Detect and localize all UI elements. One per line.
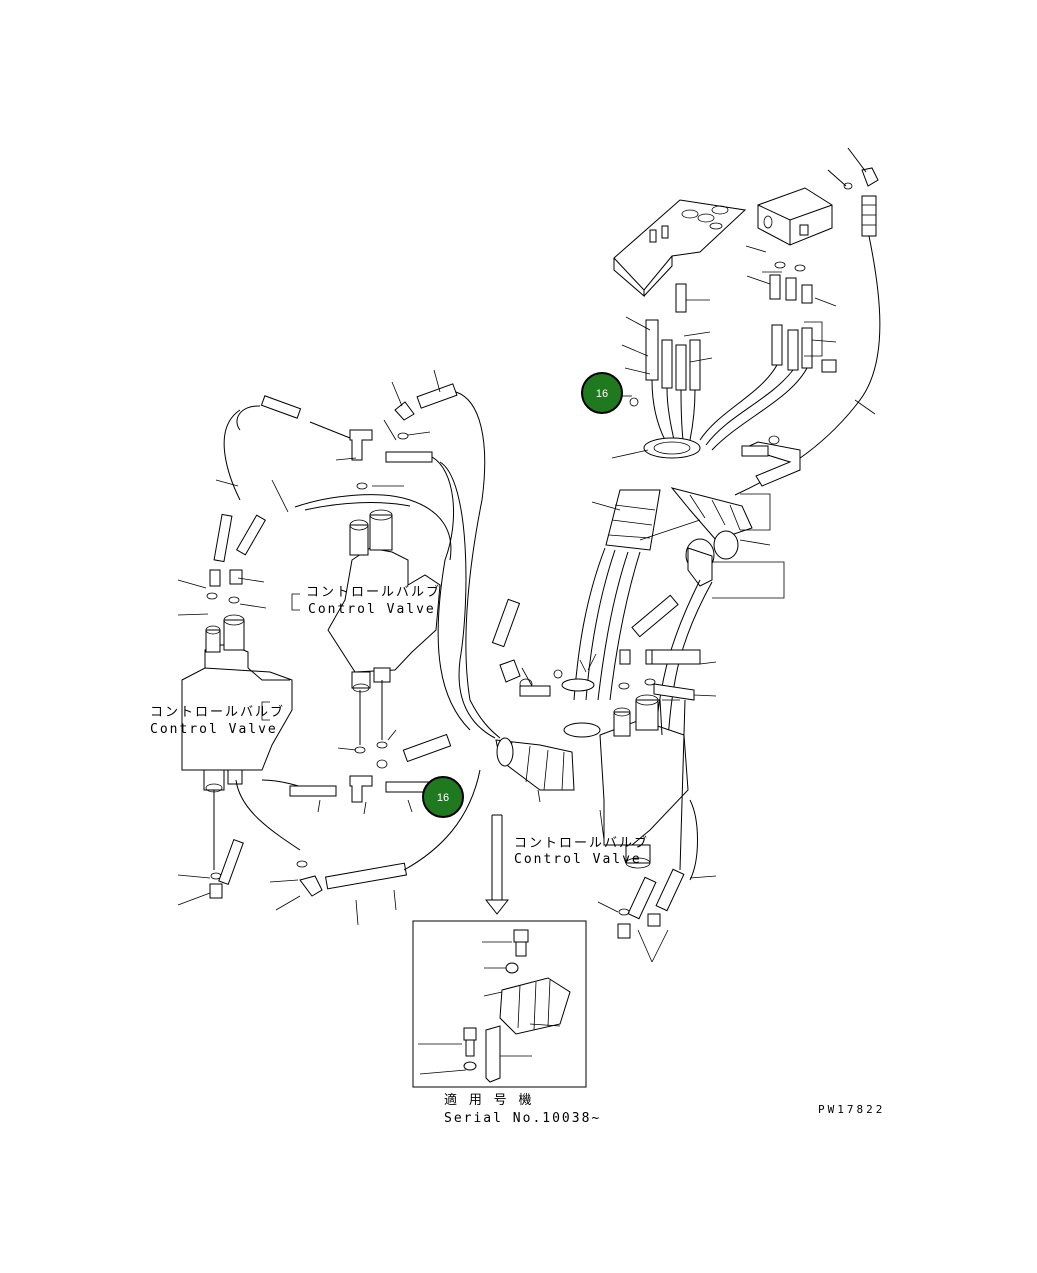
drawing-number: PW17822 [818, 1103, 885, 1116]
left-valve-label-jp: コントロールバルブ [150, 704, 285, 720]
serial-label-jp: 適 用 号 機 [444, 1092, 533, 1108]
callout-16-lower-text: 16 [437, 792, 449, 804]
right-control-valve [491, 594, 717, 963]
serial-inset [412, 920, 587, 1088]
callout-16-upper[interactable]: 16 [581, 372, 623, 414]
right-valve-label-en: Control Valve [514, 852, 642, 867]
upper-right-assembly [561, 147, 881, 881]
callout-16-lower[interactable]: 16 [422, 776, 464, 818]
inset-arrow [484, 814, 510, 915]
left-valve-label-en: Control Valve [150, 722, 278, 737]
middle-valve-label-jp: コントロールバルブ [306, 584, 441, 600]
callout-16-upper-text: 16 [596, 388, 608, 400]
right-valve-label-jp: コントロールバルブ [514, 835, 649, 851]
left-assembly [177, 369, 501, 926]
middle-valve-label-en: Control Valve [308, 602, 436, 617]
serial-label-en: Serial No.10038~ [444, 1111, 601, 1126]
